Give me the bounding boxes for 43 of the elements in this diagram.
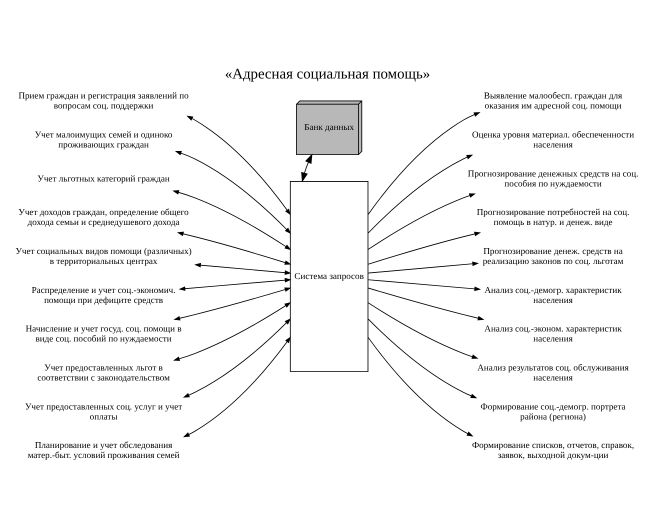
arrow — [368, 318, 478, 398]
arrow — [368, 302, 478, 358]
node-text: Анализ результатов соц. обслуживания населения — [477, 362, 629, 382]
node-text: Учет доходов граждан, определение общего дохода семьи и среднедушевого дохода — [18, 206, 189, 227]
node-text: Оценка уровня материал. обеспеченности населения — [472, 129, 634, 149]
arrow — [368, 154, 474, 234]
arrow — [172, 190, 292, 250]
arrow — [186, 115, 291, 215]
node-text: Анализ соц.-эконом. характеристик населения — [484, 323, 622, 344]
arrow — [368, 287, 484, 320]
arrow — [194, 262, 292, 274]
arrow — [368, 336, 474, 436]
arrow — [368, 231, 482, 264]
arrow — [368, 192, 476, 250]
node-text: Прием граждан и регистрация заявлений по вопросам соц. поддержки — [18, 90, 189, 110]
node-text: Начисление и учет госуд. соц. помощи в виде соц. пособий по нуждаемости — [26, 323, 182, 344]
node-text: Прогнозирование потребностей на соц. помощь в натур. и денеж. виде — [476, 206, 630, 227]
node-text: Учет предоставленных соц. услуг и учет оплаты — [24, 400, 182, 421]
node-text: Учет предоставленных льгот в соответствии с законодательством — [37, 362, 170, 382]
node-text: Учет малоимущих семей и одиноко проживающих граждан — [34, 129, 172, 149]
node-text: Формирование соц.-демогр. портрета района (региона) — [480, 400, 626, 421]
diagram-title: «Адресная социальная помощь» — [224, 66, 430, 82]
arrow — [176, 231, 292, 264]
node-text: Учет социальных видов помощи (различных) в территориальных центрах — [15, 246, 192, 266]
arrow — [173, 302, 292, 360]
arrow — [368, 278, 482, 291]
arrow — [182, 318, 291, 398]
node-text: Прогнозирование денеж. средств на реализацию законов по соц. льготам — [482, 246, 624, 266]
arrow — [174, 150, 292, 234]
arrow — [183, 336, 291, 437]
node-text: Анализ соц.-демогр. характеристик населения — [484, 284, 622, 304]
node-text: Распределение и учет соц.-экономич. помощи при дефиците средств — [32, 284, 176, 304]
arrow — [178, 277, 292, 290]
node-box: Система запросов — [290, 180, 368, 372]
arrow — [368, 112, 480, 214]
arrow — [368, 260, 479, 273]
arrow — [174, 286, 292, 320]
node-text: Выявление малообесп. граждан для оказания им адресной соц. помощи — [484, 90, 622, 110]
node-text: Учет льготных категорий граждан — [37, 172, 170, 183]
arrow — [301, 153, 312, 182]
node-text: Планирование и учет обследования матер.-быт. условий проживания семей — [28, 440, 180, 460]
node-text: Формирование списков, отчетов, справок, заявок, выходной докум-ции — [472, 440, 634, 460]
node-text: Прогнозирование денежных средств на соц. пособия по нуждаемости — [468, 168, 638, 188]
